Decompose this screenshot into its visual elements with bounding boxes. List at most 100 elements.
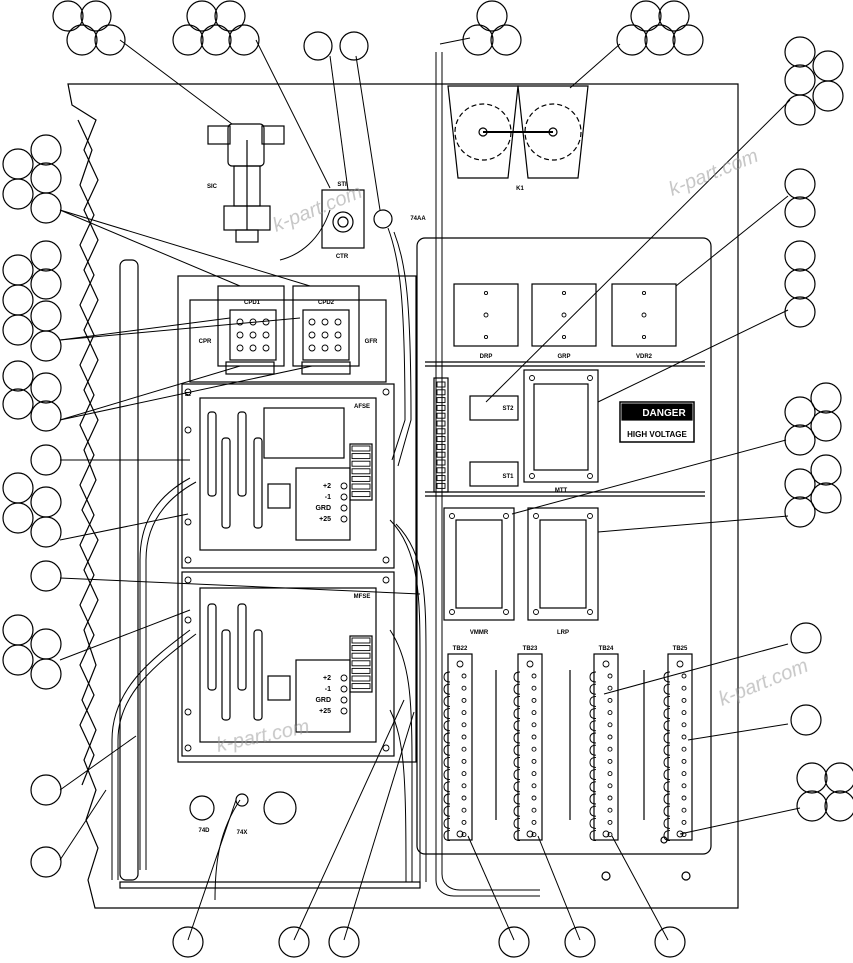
terminal-screw: [681, 771, 687, 777]
terminal-loop: [443, 708, 451, 720]
relay-contact: [249, 318, 257, 326]
label-lrp: LRP: [557, 630, 569, 636]
terminal-loop: [513, 720, 521, 732]
danger-sign: [619, 401, 695, 443]
terminal-screw: [607, 673, 613, 679]
cabinet-outline: [67, 83, 739, 909]
relay-contact: [334, 331, 342, 339]
mfse-terminal-grd: GRD: [315, 697, 331, 704]
afse-resistors: [207, 411, 263, 529]
right-subpanel: [416, 237, 712, 855]
drp-panel: [453, 283, 519, 347]
terminal-screw: [461, 807, 467, 813]
panel-screw: [483, 334, 489, 340]
terminal-loop: [443, 695, 451, 707]
watermarks: k-part.com k-part.com k-part.com k-part.…: [214, 145, 811, 757]
terminal-loop: [589, 683, 597, 695]
board-mount-screw: [526, 830, 534, 838]
mount-hole-1: [601, 871, 611, 881]
danger-subtitle: HIGH VOLTAGE: [627, 430, 687, 439]
terminal-loop: [513, 805, 521, 817]
panel-screw: [641, 312, 647, 318]
label-grp: GRP: [557, 354, 570, 360]
terminal-screw: [531, 832, 537, 838]
terminal-screw: [681, 746, 687, 752]
terminal-screw: [461, 783, 467, 789]
label-afse: AFSE: [354, 404, 370, 410]
mfse-resistors: [207, 603, 263, 721]
module-screw: [587, 473, 593, 479]
module-screw: [587, 609, 593, 615]
terminal-loop: [663, 744, 671, 756]
terminal-loop: [589, 756, 597, 768]
strip-cell: [351, 445, 371, 452]
terminal-screw: [681, 807, 687, 813]
afse-terminal-plus2: +2: [323, 483, 331, 490]
sic-switch: [207, 123, 285, 243]
label-sti: STI: [337, 182, 347, 188]
terminal-loop: [663, 732, 671, 744]
relay-contact: [334, 344, 342, 352]
terminal-loop: [443, 769, 451, 781]
strip-cell: [351, 460, 371, 467]
chassis-screw: [382, 388, 390, 396]
terminal-screw: [340, 515, 348, 523]
relay-contact: [249, 331, 257, 339]
chassis-screw: [184, 744, 192, 752]
label-tb24: TB24: [599, 646, 614, 652]
label-cpd1: CPD1: [244, 300, 261, 306]
terminal-screw: [461, 673, 467, 679]
module-screw: [587, 513, 593, 519]
terminal-loop: [443, 805, 451, 817]
terminal-screw: [607, 697, 613, 703]
terminal-loop: [513, 793, 521, 805]
tb23-board: [517, 653, 543, 841]
chassis-screw: [184, 708, 192, 716]
label-vdr2: VDR2: [636, 354, 653, 360]
terminal-pin: [436, 397, 446, 404]
strip-cell: [351, 637, 371, 644]
mfse-terminal-plus2: +2: [323, 675, 331, 682]
callout-leaders: [59, 37, 801, 941]
mount-hole-2: [681, 871, 691, 881]
terminal-screw: [607, 832, 613, 838]
terminal-screw: [681, 685, 687, 691]
danger-title: DANGER: [642, 408, 686, 419]
terminal-screw: [461, 685, 467, 691]
terminal-loop: [443, 756, 451, 768]
label-tb25: TB25: [673, 646, 688, 652]
label-st2: ST2: [502, 406, 514, 412]
relay-contact: [308, 331, 316, 339]
relay-bay: [189, 299, 387, 383]
relay-contact: [334, 318, 342, 326]
label-mtt: MTT: [555, 488, 568, 494]
board-mount-screw: [456, 660, 464, 668]
terminal-screw: [681, 722, 687, 728]
lrp-module: [527, 507, 599, 621]
terminal-pin: [436, 459, 446, 466]
relay-contact: [262, 318, 270, 326]
panel-screw: [561, 334, 567, 340]
terminal-loop: [663, 805, 671, 817]
terminal-screw: [607, 795, 613, 801]
strip-cell: [351, 660, 371, 667]
panel-screw: [641, 290, 647, 296]
knockout-hole-2: [263, 791, 297, 825]
terminal-screw: [340, 504, 348, 512]
terminal-loop: [589, 769, 597, 781]
label-e2: E2: [185, 392, 191, 398]
terminal-loop: [589, 671, 597, 683]
terminal-pin: [436, 381, 446, 388]
terminal-loop: [663, 830, 671, 842]
terminal-screw: [531, 685, 537, 691]
bottom-rail: [119, 881, 421, 889]
terminal-screw: [461, 746, 467, 752]
terminal-screw: [531, 734, 537, 740]
label-gfr: GFR: [365, 339, 378, 345]
sti-ctr-fitting: [321, 189, 365, 249]
terminal-loop: [513, 671, 521, 683]
relay-contact: [236, 344, 244, 352]
terminal-screw: [607, 746, 613, 752]
board-mount-screw: [526, 660, 534, 668]
